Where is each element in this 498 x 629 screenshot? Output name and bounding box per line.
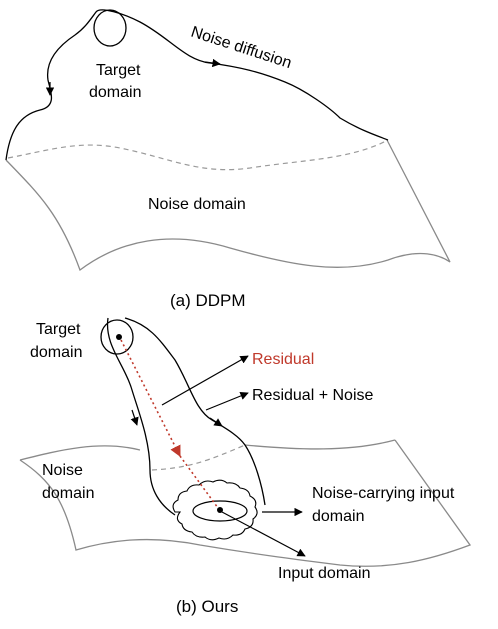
target-point [116,334,122,340]
noise-sheet-a-dashed-edge [7,139,389,171]
target-label-b-1: Target [36,321,81,338]
residual-label: Residual [252,351,314,368]
noise-sheet-b [19,439,472,567]
diffusion-arrow-a-right [204,58,221,68]
input-domain-ellipse [192,500,248,522]
panel-b: Target domain Residual Residual + Noise … [19,317,472,616]
noise-domain-label-a: Noise domain [148,196,246,213]
diffusion-path-a [5,9,389,161]
target-label-b-2: domain [30,344,82,361]
noise-label-b-2: domain [42,485,94,502]
funnel-left-edge [106,317,176,516]
noise-carrying-label-2: domain [312,508,364,525]
target-domain-b-ellipse [100,319,134,355]
funnel-arrow-left [130,409,139,426]
noise-carrying-ring [172,479,258,541]
residual-noise-pointer [205,391,249,411]
noise-sheet-b-dashed [151,444,246,471]
noise-diffusion-label: Noise diffusion [189,24,294,73]
input-point [217,507,223,513]
noise-carrying-label-1: Noise-carrying input [312,485,455,502]
residual-pointer [161,355,249,406]
noise-sheet-a [5,139,451,272]
target-domain-a-ellipse [93,9,127,47]
panel-a: Target domain Noise diffusion Noise doma… [5,9,451,310]
noise-label-b-1: Noise [42,462,83,479]
input-domain-pointer [221,511,306,557]
residual-noise-label: Residual + Noise [252,387,374,404]
caption-b: (b) Ours [176,597,238,616]
residual-line-tail [179,455,219,509]
caption-a: (a) DDPM [170,291,246,310]
target-label-a-1: Target [96,62,141,79]
residual-arrow [120,339,181,457]
input-domain-label: Input domain [278,565,371,582]
target-label-a-2: domain [89,84,141,101]
noise-sheet-b-top-left [19,445,141,461]
funnel-arrow-right [209,417,223,427]
noise-sheet-b-top-right [244,439,396,450]
